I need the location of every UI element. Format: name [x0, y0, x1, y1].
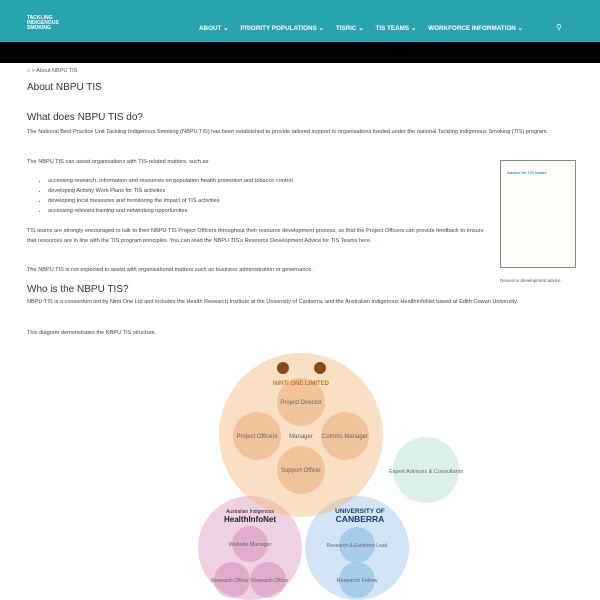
canberra-circle [305, 496, 409, 600]
research-lead-circle [339, 527, 375, 563]
list-item: accessing research, information and reso… [48, 176, 440, 186]
expert-circle [393, 437, 459, 503]
logo-line: TACKLING [27, 15, 53, 21]
breadcrumb-current: About NBPU TIS [36, 68, 78, 74]
uc-logo-line2: CANBERRA [336, 514, 385, 524]
chevron-down-icon: ⌄ [358, 25, 364, 32]
ninti-logo-mark [277, 362, 289, 374]
paragraph-text: TIS teams are strongly encouraged to tal… [27, 228, 484, 244]
nav-label: ABOUT [199, 25, 222, 32]
project-director-circle [277, 378, 325, 426]
resource-thumbnail[interactable]: Advice for TIS teams [500, 160, 576, 268]
ninti-circle [219, 353, 383, 517]
nav-label: TISRIC [335, 25, 357, 32]
role-project-director: Project Director [280, 400, 321, 406]
nav-about[interactable]: ABOUT ⌄ [199, 25, 228, 32]
project-officers-circle [233, 412, 281, 460]
search-icon[interactable]: ⚲ [556, 23, 562, 32]
ninti-logo-text: NINTI ONE LIMITED [273, 381, 330, 387]
list-item: developing local measures and monitoring… [48, 196, 440, 206]
paragraph: The National Best Practice Unit Tackling… [27, 129, 549, 135]
section-heading: Who is the NBPU TIS? [27, 284, 129, 295]
uc-logo-line1: UNIVERSITY OF [335, 508, 385, 515]
figure-caption: Resource development advice [500, 278, 561, 283]
paragraph: The NBPU TIS is not expected to assist w… [27, 267, 313, 273]
logo-line: SMOKING [27, 25, 51, 31]
paragraph: NBPU TIS is a consortium led by Ninti On… [27, 299, 519, 305]
nav-priority-populations[interactable]: PRIORITY POPULATIONS ⌄ [240, 25, 323, 32]
chevron-down-icon: ⌄ [410, 25, 417, 32]
black-banner [0, 42, 600, 63]
page-title: About NBPU TIS [27, 82, 102, 93]
paragraph: TIS teams are strongly encouraged to tal… [27, 228, 484, 244]
main-nav: ABOUT ⌄ PRIORITY POPULATIONS ⌄ TISRIC ⌄ … [199, 25, 523, 32]
breadcrumb: ⌂ » About NBPU TIS [27, 68, 77, 74]
paragraph: This diagram demonstrates the NBPU TIS s… [27, 330, 157, 336]
breadcrumb-separator: » [31, 68, 35, 74]
here-link[interactable]: here [358, 238, 370, 244]
expert-label: Expert Advisors & Consultants [389, 469, 463, 475]
nav-tisric[interactable]: TISRIC ⌄ [336, 25, 364, 32]
hin-logo-line1: Australian Indigenous [226, 509, 275, 515]
nav-label: WORKFORCE INFORMATION [428, 25, 516, 32]
ninti-logo-mark [314, 362, 326, 374]
role-support-officer: Support Officer [281, 468, 321, 474]
nav-label: TIS TEAMS [375, 25, 410, 32]
research-fellow-circle [339, 562, 375, 598]
role-research-officer: Research Officer [251, 578, 289, 584]
research-officer-circle [214, 562, 250, 598]
role-project-officers: Project Officers [237, 434, 278, 440]
role-manager: Manager [289, 434, 313, 440]
home-icon[interactable]: ⌂ [27, 68, 31, 74]
nav-label: PRIORITY POPULATIONS [240, 25, 317, 32]
chevron-down-icon: ⌄ [223, 25, 229, 32]
support-officer-circle [277, 446, 325, 494]
nav-tis-teams[interactable]: TIS TEAMS ⌄ [376, 25, 417, 32]
section-heading: What does NBPU TIS do? [27, 112, 143, 123]
website-manager-circle [232, 526, 268, 562]
list-item: developing Activity Work Plans for TIS a… [48, 186, 440, 196]
role-website-manager: Website Manager [228, 542, 271, 548]
research-officer-circle [250, 562, 286, 598]
logo-line: INDIGENOUS [27, 20, 59, 26]
nav-workforce-information[interactable]: WORKFORCE INFORMATION ⌄ [428, 25, 523, 32]
chevron-down-icon: ⌄ [318, 25, 324, 32]
thumbnail-title: Advice for TIS teams [507, 170, 547, 175]
role-research-officer: Research Officer [211, 578, 249, 584]
role-research-fellow: Research Fellow [337, 578, 378, 584]
healthinfonet-circle [198, 496, 302, 600]
hin-logo-line2: HealthInfoNet [224, 515, 276, 524]
role-research-lead: Research & Evidence Lead [327, 543, 388, 549]
chevron-down-icon: ⌄ [517, 25, 523, 32]
comms-manager-circle [321, 412, 369, 460]
assist-list: accessing research, information and reso… [40, 176, 440, 216]
list-item: accessing relevant training and networki… [48, 206, 440, 216]
role-comms-manager: Comms Manager [322, 434, 368, 440]
paragraph: The NBPU TIS can assist organisations wi… [27, 159, 210, 165]
